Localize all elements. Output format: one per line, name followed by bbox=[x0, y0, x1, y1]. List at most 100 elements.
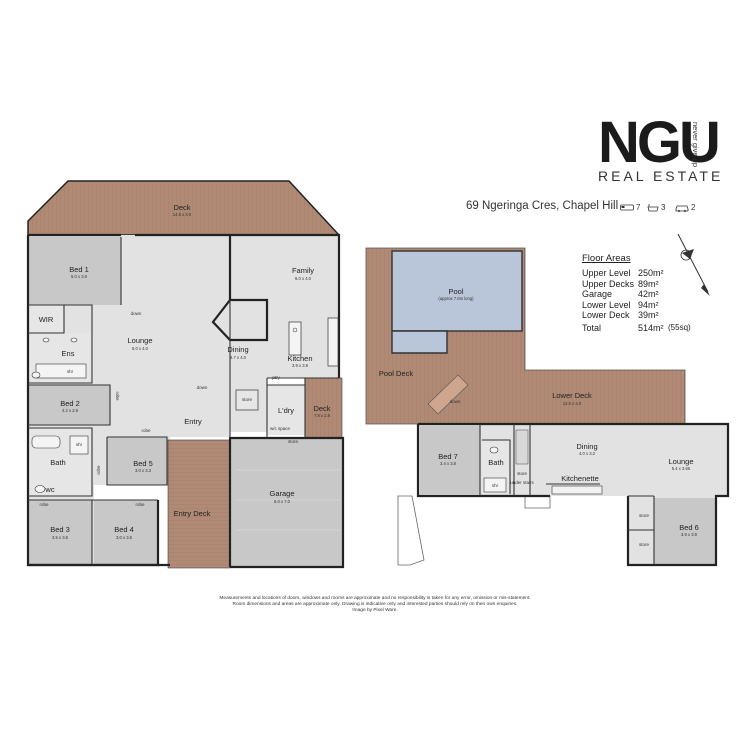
label-kitchenette: Kitchenette bbox=[561, 474, 599, 483]
bed-icon bbox=[620, 204, 634, 210]
label-under-stairs: under stairs bbox=[510, 480, 534, 485]
label-bed1: Bed 1 bbox=[69, 265, 89, 274]
bed5-room bbox=[107, 437, 167, 485]
label-wir: WIR bbox=[39, 315, 54, 324]
compass-icon bbox=[677, 233, 710, 296]
bed2-room bbox=[28, 385, 110, 425]
floor-areas-panel: Floor Areas Upper Level 250m² Upper Decks… bbox=[582, 253, 702, 334]
floor-area-name: Garage bbox=[582, 289, 613, 300]
bed6-room bbox=[654, 498, 716, 564]
label-entry-deck: Entry Deck bbox=[174, 509, 211, 518]
floor-area-total-value: 514m² bbox=[638, 322, 664, 333]
label-ldry: L'dry bbox=[278, 406, 294, 415]
label-lower-lounge: Lounge bbox=[668, 457, 693, 466]
dims-bed6: 3.9 x 3.9 bbox=[681, 532, 698, 537]
upper-level-plan: Deck 14.5 x 3.0 Bed 1 5.0 x 3.9 WIR Ens … bbox=[26, 180, 345, 569]
car-spaces-count: 2 bbox=[691, 202, 696, 212]
upper-interior bbox=[28, 235, 339, 565]
side-deck bbox=[304, 377, 343, 439]
label-dining: Dining bbox=[227, 345, 248, 354]
label-robe-4: robe bbox=[39, 502, 49, 507]
dims-kitchen: 3.9 x 3.9 bbox=[292, 363, 309, 368]
label-kitchen: Kitchen bbox=[287, 354, 312, 363]
dims-lower-dining: 4.0 x 3.2 bbox=[579, 451, 596, 456]
bed3-room bbox=[28, 500, 92, 565]
label-wc: wc bbox=[44, 485, 54, 494]
label-down-2: down bbox=[197, 385, 208, 390]
floor-area-name: Lower Level bbox=[582, 299, 631, 310]
floor-area-row: Lower Deck 39m² bbox=[582, 310, 702, 321]
label-lower-deck: Lower Deck bbox=[552, 391, 592, 400]
floor-area-value: 42m² bbox=[638, 289, 659, 300]
dims-bed7: 3.4 x 3.8 bbox=[440, 461, 457, 466]
dims-lower-deck: 12.5 x 3.0 bbox=[563, 401, 582, 406]
label-lower-store-2: store bbox=[639, 513, 650, 518]
label-wc-space: w/c space bbox=[270, 426, 291, 431]
label-entry: Entry bbox=[184, 417, 202, 426]
dims-dining: 4.7 x 4.0 bbox=[230, 355, 247, 360]
label-lower-bath: Bath bbox=[488, 458, 503, 467]
label-garage: Garage bbox=[269, 489, 294, 498]
car-spaces-feature: 2 bbox=[675, 201, 695, 213]
label-bed3: Bed 3 bbox=[50, 525, 70, 534]
floor-area-name: Lower Deck bbox=[582, 310, 630, 321]
label-bed7: Bed 7 bbox=[438, 452, 458, 461]
dims-bed3: 3.5 x 3.6 bbox=[52, 535, 69, 540]
side-path bbox=[397, 495, 425, 566]
brand-subtitle: REAL ESTATE bbox=[598, 168, 724, 184]
floor-area-name: Upper Level bbox=[582, 268, 631, 278]
label-family: Family bbox=[292, 266, 314, 275]
label-deck-top: Deck bbox=[173, 203, 190, 212]
pool bbox=[391, 250, 523, 332]
label-robe-2: robe bbox=[141, 428, 151, 433]
dims-deck-side: 7.8 x 2.8 bbox=[314, 413, 331, 418]
family-room bbox=[230, 235, 339, 378]
floor-area-value: 39m² bbox=[638, 310, 659, 321]
dims-family: 6.0 x 4.0 bbox=[295, 276, 312, 281]
bathrooms-count: 3 bbox=[661, 202, 666, 212]
brand-logo-text: NGU bbox=[598, 110, 721, 175]
laundry-room bbox=[267, 385, 305, 435]
label-shr: shr bbox=[67, 369, 74, 374]
label-deck-side: Deck bbox=[313, 404, 330, 413]
floor-area-total-label: Total bbox=[582, 322, 602, 333]
label-bed2: Bed 2 bbox=[60, 399, 80, 408]
label-pool: Pool bbox=[448, 287, 463, 296]
dims-bed1: 5.0 x 3.9 bbox=[71, 274, 88, 279]
garage-room bbox=[231, 439, 343, 567]
label-pool-deck: Pool Deck bbox=[379, 369, 413, 378]
label-robe-3: robe bbox=[96, 465, 101, 475]
floor-area-row: Garage 42m² bbox=[582, 289, 702, 300]
dims-bed2: 4.2 x 2.9 bbox=[62, 408, 79, 413]
label-shr-2: shr bbox=[76, 442, 83, 447]
label-store: store bbox=[242, 397, 253, 402]
label-down-1: down bbox=[131, 311, 142, 316]
disclaimer-line-1: Measurements and locations of doors, win… bbox=[219, 596, 531, 601]
bedrooms-feature: 7 bbox=[620, 201, 640, 213]
disclaimer-line-3: Image by Pixel Ware. bbox=[352, 608, 398, 613]
bed4-room bbox=[94, 500, 158, 565]
label-ens: Ens bbox=[62, 349, 75, 358]
dims-lower-lounge: 5.4 x 3.65 bbox=[672, 466, 691, 471]
floor-areas-title: Floor Areas bbox=[582, 253, 631, 264]
dims-pool: (approx 7.0m long) bbox=[438, 296, 474, 301]
label-robe-5: robe bbox=[135, 502, 145, 507]
disclaimer-line-2: Room dimensions and areas are approximat… bbox=[232, 602, 518, 607]
label-bed5: Bed 5 bbox=[133, 459, 153, 468]
bathrooms-feature: 3 bbox=[647, 201, 665, 213]
label-bath: Bath bbox=[50, 458, 65, 467]
label-lower-down: down bbox=[450, 399, 461, 404]
label-lower-store-3: store bbox=[639, 542, 650, 547]
dims-garage: 6.0 x 7.0 bbox=[274, 499, 291, 504]
floor-area-name: Upper Decks bbox=[582, 278, 635, 289]
bed1-room bbox=[28, 237, 121, 305]
label-lower-store-1: store bbox=[517, 471, 528, 476]
label-lower-shr: shr bbox=[492, 483, 499, 488]
entry-deck bbox=[167, 439, 231, 569]
dims-bed5: 3.0 x 3.3 bbox=[135, 468, 152, 473]
property-address: 69 Ngeringa Cres, Chapel Hill bbox=[466, 200, 619, 212]
bedrooms-count: 7 bbox=[636, 202, 641, 212]
floor-area-value: 250m² bbox=[638, 268, 664, 278]
